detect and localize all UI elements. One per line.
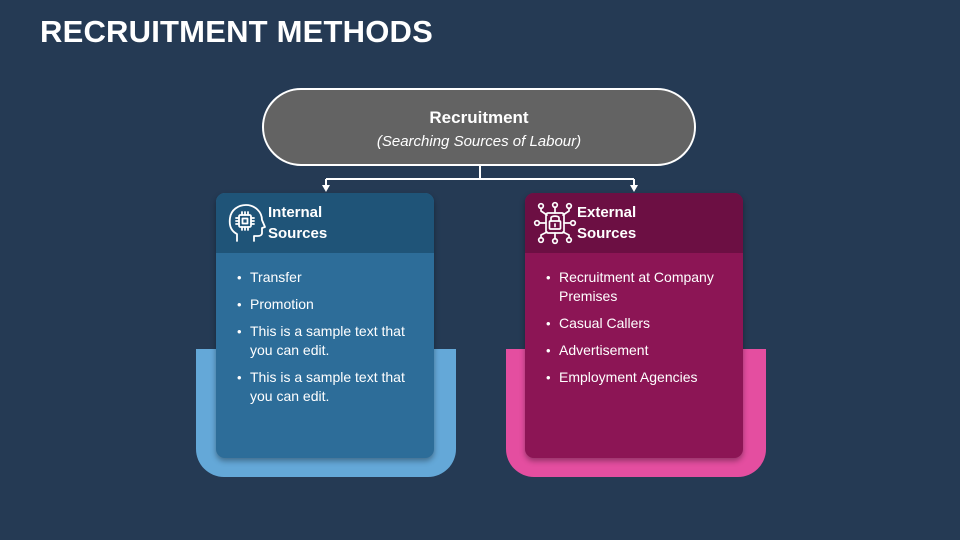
ai-head-chip-icon xyxy=(228,204,266,242)
list-item: Promotion xyxy=(237,295,424,314)
external-card-header: External Sources xyxy=(525,193,743,253)
external-list: Recruitment at Company Premises Casual C… xyxy=(525,253,743,387)
internal-list: Transfer Promotion This is a sample text… xyxy=(216,253,434,406)
arrow-head-right xyxy=(630,185,638,192)
external-sources-card: External Sources Recruitment at Company … xyxy=(525,193,743,458)
internal-sources-card: Internal Sources Transfer Promotion This… xyxy=(216,193,434,458)
list-item: This is a sample text that you can edit. xyxy=(237,322,424,360)
list-item: Casual Callers xyxy=(546,314,733,333)
root-title: Recruitment xyxy=(429,108,529,127)
internal-card-header: Internal Sources xyxy=(216,193,434,253)
root-subtitle: (Searching Sources of Labour) xyxy=(376,133,582,150)
list-item: Transfer xyxy=(237,268,424,287)
list-item: Advertisement xyxy=(546,341,733,360)
arrow-head-left xyxy=(322,185,330,192)
slide-title: RECRUITMENT METHODS xyxy=(40,14,434,49)
network-lock-icon xyxy=(533,201,577,245)
list-item: This is a sample text that you can edit. xyxy=(237,368,424,406)
list-item: Employment Agencies xyxy=(546,368,733,387)
external-heading: External Sources xyxy=(577,204,637,242)
list-item: Recruitment at Company Premises xyxy=(546,268,733,306)
root-node: Recruitment (Searching Sources of Labour… xyxy=(262,88,696,166)
internal-heading: Internal Sources xyxy=(268,204,328,242)
